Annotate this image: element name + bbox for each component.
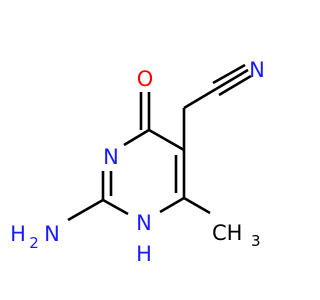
bonds (67, 63, 252, 222)
atom-ring-n3: N (103, 145, 119, 169)
ring-bond-c2-n1 (102, 198, 129, 216)
amino-subscript: 2 (29, 234, 39, 252)
methyl-group: CH 3 (212, 221, 261, 250)
atom-labels: N O N H 2 N N H CH 3 (10, 58, 265, 266)
ring-bond-c5-c4 (148, 128, 185, 152)
nitrile-bond-2 (212, 63, 246, 85)
ring-bond-c4-n3 (123, 128, 150, 147)
atom-ring-n1-h: H (136, 242, 152, 266)
amino-n: N (44, 222, 60, 246)
amino-group: H 2 N (10, 222, 60, 252)
structure-diagram: N O N H 2 N N H CH 3 (10, 58, 265, 266)
amino-h: H (10, 222, 26, 246)
atom-ring-n1: N (136, 211, 152, 235)
methyl-subscript: 3 (251, 232, 261, 250)
ring-bond-n1-c6 (159, 196, 185, 214)
ring-n1-group: N H (136, 211, 152, 266)
molecule-svg: N O N H 2 N N H CH 3 (10, 58, 265, 266)
atom-nitrile-n: N (249, 58, 265, 82)
methyl-bond (183, 196, 211, 215)
chain-bond-1 (183, 87, 217, 110)
methyl-ch: CH (212, 221, 242, 245)
amino-bond (67, 198, 104, 222)
nitrile-bond-3 (218, 74, 252, 97)
nitrile-bond-1 (215, 68, 249, 91)
atom-carbonyl-o: O (137, 67, 154, 91)
